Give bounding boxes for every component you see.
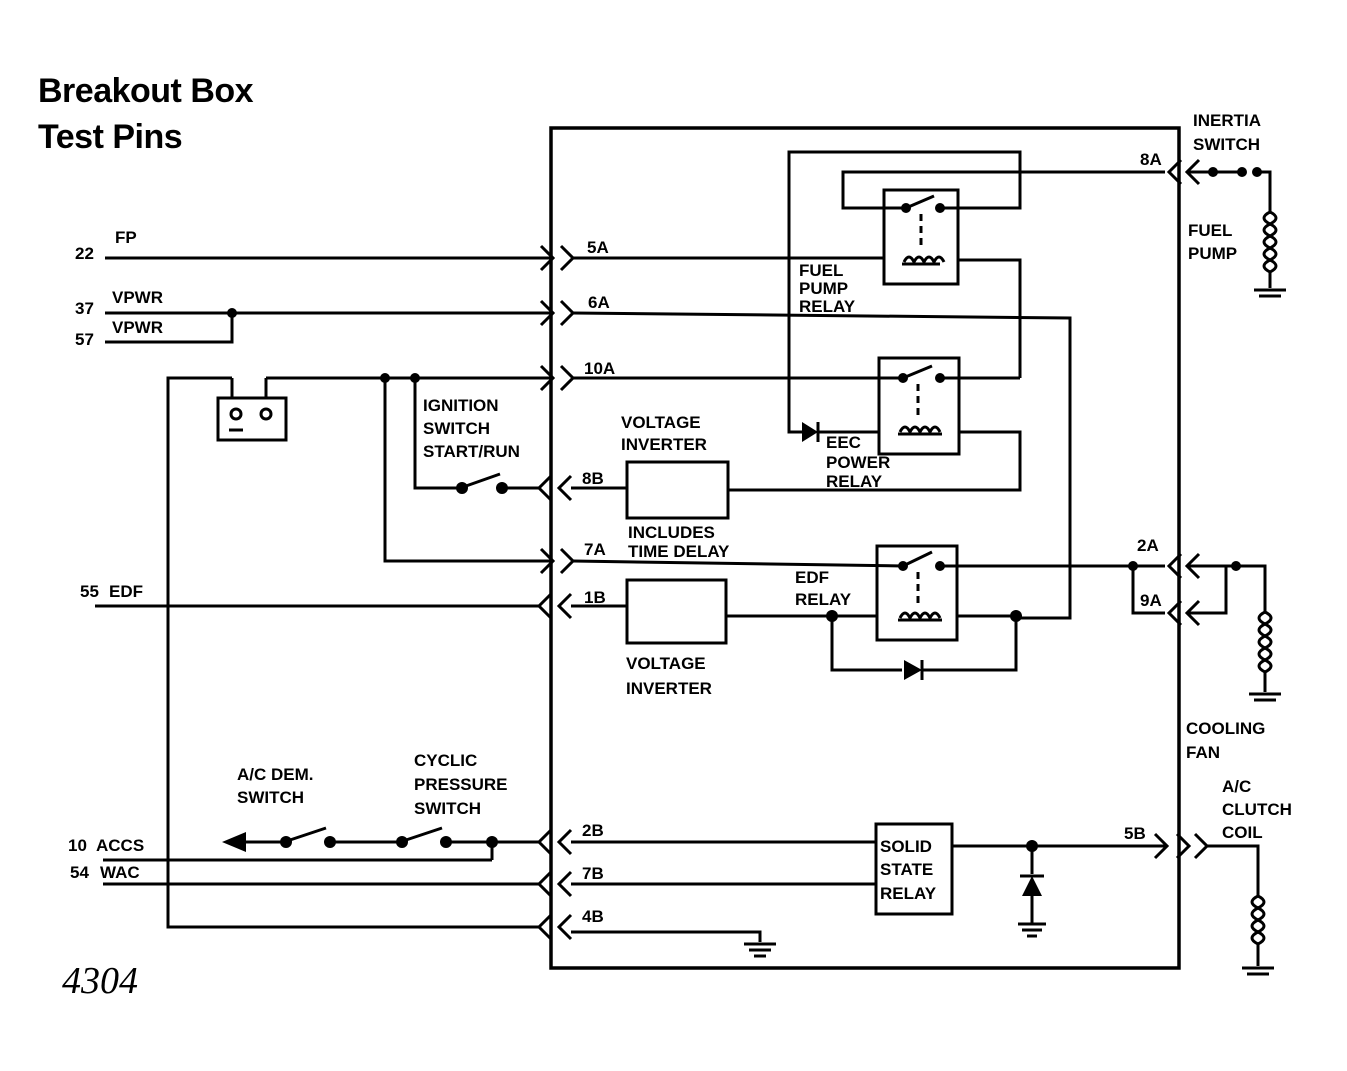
ignition-switch xyxy=(380,373,551,563)
fuel-pump-relay xyxy=(573,150,1165,378)
connector-8a: 8A xyxy=(1140,150,1162,169)
inertia-switch-label-1: INERTIA xyxy=(1193,111,1261,130)
solid-state-relay-label-3: RELAY xyxy=(880,884,937,903)
voltage-inverter-top-label-2: INVERTER xyxy=(621,435,707,454)
connector-5b: 5B xyxy=(1124,824,1146,843)
solid-state-relay-label-1: SOLID xyxy=(880,837,932,856)
connector-8b: 8B xyxy=(582,469,604,488)
ac-dem-switch-label-2: SWITCH xyxy=(237,788,304,807)
breakout-box-outline xyxy=(549,126,1181,970)
pin-vpwr-1-number: 37 xyxy=(75,299,94,318)
voltage-inverter-bottom xyxy=(571,578,902,672)
connector-chevrons-left xyxy=(536,244,576,941)
pin-fp-number: 22 xyxy=(75,244,94,263)
pin-vpwr-2-name: VPWR xyxy=(112,318,163,337)
eec-power-relay-label-2: POWER xyxy=(826,453,890,472)
ac-clutch-coil-label-2: CLUTCH xyxy=(1222,800,1292,819)
pin-edf-name: EDF xyxy=(109,582,143,601)
edf-relay-label-2: RELAY xyxy=(795,590,852,609)
edf-relay-label-1: EDF xyxy=(795,568,829,587)
connector-2a-9a-junction xyxy=(1128,561,1165,615)
cooling-fan-coil xyxy=(1187,561,1281,702)
pin-vpwr-wire xyxy=(105,308,551,344)
connector-10a: 10A xyxy=(584,359,615,378)
pin-edf-number: 55 xyxy=(80,582,99,601)
fuel-pump-relay-label-3: RELAY xyxy=(799,297,856,316)
ac-clutch-coil-label-1: A/C xyxy=(1222,777,1251,796)
connector-2a: 2A xyxy=(1137,536,1159,555)
eec-power-relay-label-3: RELAY xyxy=(826,472,883,491)
pin-vpwr-2-number: 57 xyxy=(75,330,94,349)
ignition-switch-label-1: IGNITION xyxy=(423,396,499,415)
ignition-switch-label-2: SWITCH xyxy=(423,419,490,438)
inertia-switch xyxy=(1187,167,1272,212)
connector-2b: 2B xyxy=(582,821,604,840)
time-delay-label-2: TIME DELAY xyxy=(628,542,730,561)
solid-state-relay xyxy=(571,822,1170,938)
cyclic-pressure-switch-label-3: SWITCH xyxy=(414,799,481,818)
ac-clutch-coil xyxy=(1207,844,1274,976)
voltage-inverter-bottom-label-1: VOLTAGE xyxy=(626,654,706,673)
ac-switch-chain xyxy=(222,826,540,860)
title-line-1: Breakout Box xyxy=(38,72,254,110)
connector-7a: 7A xyxy=(584,540,606,559)
cooling-fan-label-1: COOLING xyxy=(1186,719,1265,738)
ground-4b xyxy=(571,930,776,958)
voltage-inverter-top-label-1: VOLTAGE xyxy=(621,413,701,432)
eec-power-relay xyxy=(573,356,1022,492)
pin-accs-number: 10 xyxy=(68,836,87,855)
pin-fp-name: FP xyxy=(115,228,137,247)
fuel-pump-label-1: FUEL xyxy=(1188,221,1232,240)
fuel-pump-relay-label-1: FUEL xyxy=(799,261,843,280)
cooling-fan-label-2: FAN xyxy=(1186,743,1220,762)
fuel-pump-label-2: PUMP xyxy=(1188,244,1237,263)
connector-1b: 1B xyxy=(584,588,606,607)
pin-wac-name: WAC xyxy=(100,863,140,882)
ac-dem-switch-label-1: A/C DEM. xyxy=(237,765,314,784)
fuel-pump-coil xyxy=(1254,210,1286,298)
fuel-pump-relay-label-2: PUMP xyxy=(799,279,848,298)
ignition-switch-label-3: START/RUN xyxy=(423,442,520,461)
eec-power-relay-label-1: EEC xyxy=(826,433,861,452)
time-delay-label-1: INCLUDES xyxy=(628,523,715,542)
pin-vpwr-1-name: VPWR xyxy=(112,288,163,307)
pin-wac-number: 54 xyxy=(70,863,89,882)
title-line-2: Test Pins xyxy=(38,118,183,156)
connector-4b: 4B xyxy=(582,907,604,926)
connector-9a: 9A xyxy=(1140,591,1162,610)
ground-bus-4b xyxy=(166,376,540,929)
voltage-inverter-bottom-label-2: INVERTER xyxy=(626,679,712,698)
ignition-relay-box xyxy=(216,376,551,442)
cyclic-pressure-switch-label-2: PRESSURE xyxy=(414,775,508,794)
cyclic-pressure-switch-label-1: CYCLIC xyxy=(414,751,477,770)
pin-accs-name: ACCS xyxy=(96,836,144,855)
connector-5a: 5A xyxy=(587,238,609,257)
vpwr-feed-6a xyxy=(572,311,1072,620)
connector-7b: 7B xyxy=(582,864,604,883)
edf-relay xyxy=(572,544,1165,680)
figure-number: 4304 xyxy=(62,960,138,1002)
solid-state-relay-label-2: STATE xyxy=(880,860,933,879)
inertia-switch-label-2: SWITCH xyxy=(1193,135,1260,154)
ac-clutch-coil-label-3: COIL xyxy=(1222,823,1263,842)
connector-6a: 6A xyxy=(588,293,610,312)
voltage-inverter-top xyxy=(571,460,730,520)
